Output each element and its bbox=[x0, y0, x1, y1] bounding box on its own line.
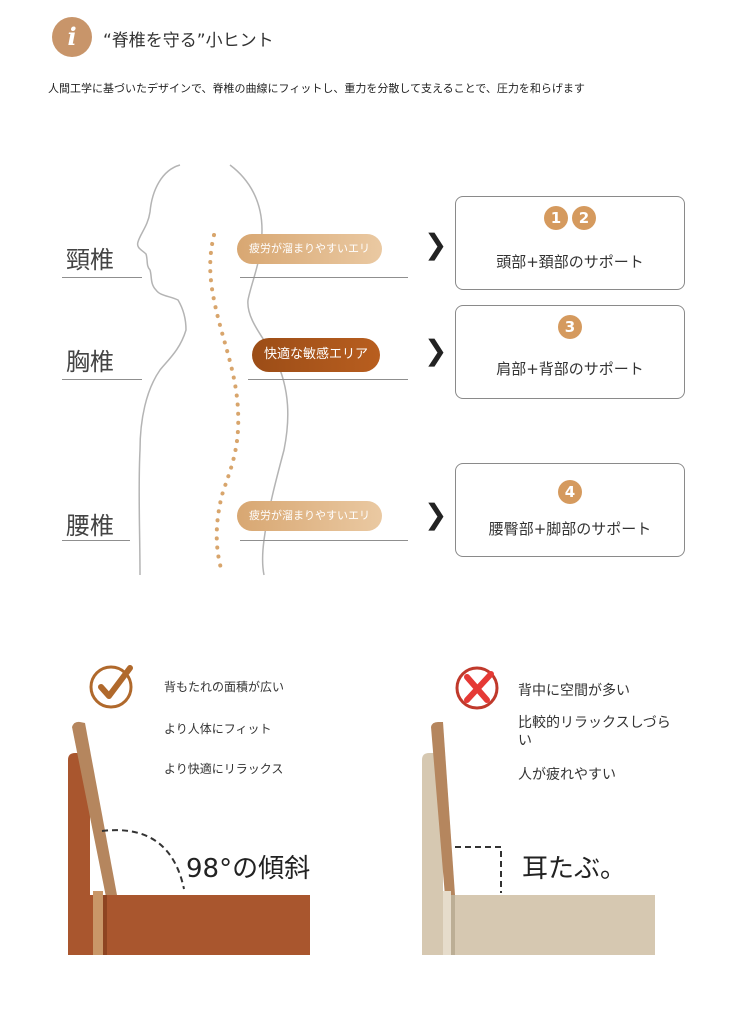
support-label: 頭部+頚部のサポート bbox=[496, 253, 644, 271]
divider-line bbox=[62, 277, 142, 278]
good-chair-illustration bbox=[68, 721, 310, 955]
page-title: “脊椎を守る”小ヒント bbox=[103, 31, 274, 51]
bad-point: 背中に空間が多い bbox=[518, 683, 630, 699]
support-box: 3 肩部+背部のサポート bbox=[455, 305, 685, 399]
number-badges: 3 bbox=[456, 315, 684, 339]
number-badges: 4 bbox=[456, 480, 684, 504]
chevron-right-icon: ❯ bbox=[424, 228, 448, 261]
divider-line bbox=[240, 540, 408, 541]
good-point: より快適にリラックス bbox=[164, 762, 284, 776]
pill-fatigue-area: 疲労が溜まりやすいエリ bbox=[237, 234, 382, 264]
good-point: より人体にフィット bbox=[164, 722, 272, 736]
label-lumbar: 腰椎 bbox=[66, 512, 114, 540]
chevron-right-icon: ❯ bbox=[424, 334, 448, 367]
bad-point: 比較的リラックスしづらい bbox=[518, 715, 671, 749]
support-label: 腰臀部+脚部のサポート bbox=[488, 520, 652, 538]
check-icon bbox=[89, 665, 133, 709]
spine-dots bbox=[208, 233, 241, 574]
body-silhouette bbox=[136, 164, 187, 576]
divider-line bbox=[248, 379, 408, 380]
divider-line bbox=[240, 277, 408, 278]
label-cervical: 頸椎 bbox=[66, 246, 114, 274]
divider-line bbox=[62, 379, 142, 380]
number-badge: 1 bbox=[544, 206, 568, 230]
bad-point: 人が疲れやすい bbox=[518, 767, 616, 783]
pill-comfort-area: 快適な敏感エリア bbox=[252, 338, 381, 372]
support-box: 4 腰臀部+脚部のサポート bbox=[455, 463, 685, 557]
number-badge: 2 bbox=[572, 206, 596, 230]
divider-line bbox=[62, 540, 130, 541]
label-thoracic: 胸椎 bbox=[66, 348, 114, 376]
number-badge: 4 bbox=[558, 480, 582, 504]
support-label: 肩部+背部のサポート bbox=[496, 360, 644, 378]
info-icon: i bbox=[52, 17, 92, 57]
good-point: 背もたれの面積が広い bbox=[164, 680, 285, 694]
intro-text: 人間工学に基づいたデザインで、脊椎の曲線にフィットし、重力を分散して支えることで… bbox=[48, 82, 585, 95]
cross-icon bbox=[455, 666, 499, 710]
chevron-right-icon: ❯ bbox=[424, 498, 448, 531]
bad-chair-illustration bbox=[422, 722, 655, 955]
angle-label: 耳たぶ。 bbox=[522, 854, 627, 884]
number-badge: 3 bbox=[558, 315, 582, 339]
angle-label: 98°の傾斜 bbox=[186, 854, 311, 884]
pill-fatigue-area: 疲労が溜まりやすいエリ bbox=[237, 501, 382, 531]
